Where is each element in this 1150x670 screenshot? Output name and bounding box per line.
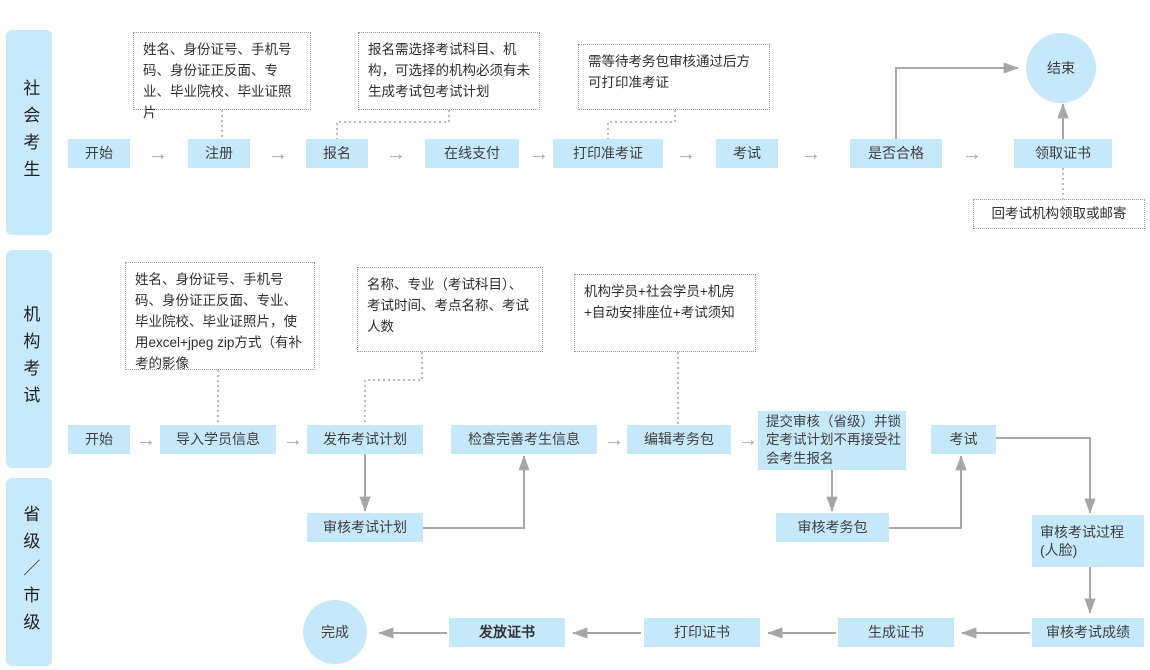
node-social-exam[interactable]: 考试	[716, 139, 778, 168]
arrow-icon: →	[604, 429, 624, 451]
node-social-print-admission-ticket[interactable]: 打印准考证	[553, 139, 663, 168]
node-social-collect-certificate[interactable]: 领取证书	[1014, 139, 1112, 168]
node-institution-check-candidate-info[interactable]: 检查完善考生信息	[451, 425, 597, 454]
node-province-generate-certificate[interactable]: 生成证书	[838, 618, 954, 647]
arrow-icon: →	[283, 429, 303, 451]
node-institution-edit-exam-package[interactable]: 编辑考务包	[627, 425, 731, 454]
arrow-icon: →	[962, 143, 982, 165]
lane-institution: 机构考试	[6, 250, 52, 468]
arrow-icon: →	[268, 143, 288, 165]
lane-institution-label: 机构考试	[20, 305, 40, 413]
arrow-icon: →	[148, 143, 168, 165]
arrow-icon: →	[738, 429, 758, 451]
node-province-review-exam-process[interactable]: 审核考试过程 (人脸)	[1032, 515, 1144, 567]
node-social-register[interactable]: 注册	[188, 139, 250, 168]
review-process-line-1: 审核考试过程	[1040, 523, 1124, 540]
node-province-print-certificate[interactable]: 打印证书	[644, 618, 760, 647]
node-province-review-exam-package[interactable]: 审核考务包	[776, 513, 889, 542]
note-admission-ticket-requirement: 需等待考务包审核通过后方可打印准考证	[578, 44, 770, 110]
arrow-icon: →	[676, 143, 696, 165]
note-exam-plan-fields: 名称、专业（考试科目）、考试时间、考点名称、考试人数	[357, 267, 543, 352]
node-social-online-payment[interactable]: 在线支付	[425, 139, 519, 168]
node-province-review-exam-score[interactable]: 审核考试成绩	[1032, 618, 1144, 647]
lane-province: 省级／市级	[6, 478, 52, 666]
node-social-pass-check[interactable]: 是否合格	[850, 139, 942, 168]
node-institution-import-students[interactable]: 导入学员信息	[160, 425, 276, 454]
node-province-finish[interactable]: 完成	[303, 600, 367, 664]
lane-province-label: 省级／市级	[20, 504, 40, 640]
arrow-icon: →	[801, 143, 821, 165]
node-province-issue-certificate[interactable]: 发放证书	[449, 618, 565, 647]
node-institution-publish-exam-plan[interactable]: 发布考试计划	[307, 425, 423, 454]
arrow-icon: →	[136, 429, 156, 451]
review-process-line-2: (人脸)	[1040, 542, 1078, 558]
node-social-start[interactable]: 开始	[68, 139, 130, 168]
node-institution-start[interactable]: 开始	[68, 425, 130, 454]
note-registration-fields: 姓名、身份证号、手机号码、身份证正反面、专业、毕业院校、毕业证照片	[133, 32, 311, 120]
node-institution-exam[interactable]: 考试	[931, 425, 996, 454]
node-institution-submit-review-lock-plan[interactable]: 提交审核（省级）并锁定考试计划不再接受社会考生报名	[758, 411, 906, 470]
arrow-icon: →	[529, 143, 549, 165]
node-social-signup[interactable]: 报名	[306, 139, 368, 168]
note-certificate-pickup: 回考试机构领取或邮寄	[973, 199, 1145, 229]
node-social-end[interactable]: 结束	[1026, 33, 1096, 103]
lane-social: 社会考生	[6, 30, 52, 235]
note-exam-package-contents: 机构学员+社会学员+机房+自动安排座位+考试须知	[574, 274, 756, 352]
note-import-student-fields: 姓名、身份证号、手机号码、身份证正反面、专业、毕业院校、毕业证照片，使用exce…	[125, 262, 315, 371]
lane-social-label: 社会考生	[20, 78, 40, 187]
arrow-icon: →	[386, 143, 406, 165]
note-signup-requirements: 报名需选择考试科目、机构，可选择的机构必须有未生成考试包考试计划	[358, 32, 540, 110]
node-province-review-exam-plan[interactable]: 审核考试计划	[307, 513, 423, 542]
